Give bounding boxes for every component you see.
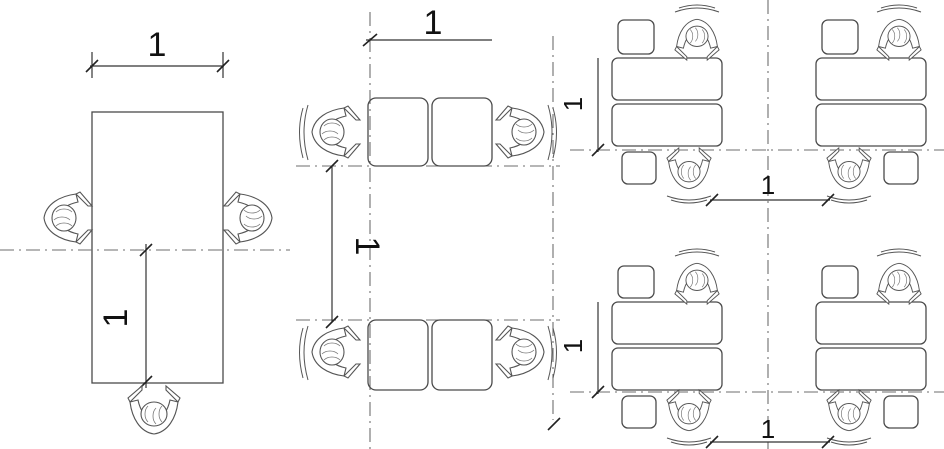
desk — [367, 319, 429, 391]
panel-c-top-cluster: 1 1 — [558, 5, 927, 207]
person — [877, 5, 921, 60]
panel-c-bottom-height-dimension: 1 — [558, 302, 605, 399]
person-bottom — [127, 385, 181, 435]
side-cabinet — [821, 265, 859, 299]
panel-a-spacing-label: 1 — [97, 309, 135, 328]
panel-c-top-height-label: 1 — [558, 97, 588, 111]
person — [667, 148, 711, 203]
side-cabinet — [883, 395, 919, 429]
panel-a-long-table: 1 1 — [0, 26, 290, 435]
panel-a-spacing-dimension: 1 — [97, 243, 153, 389]
panel-a-width-label: 1 — [148, 26, 167, 64]
desk — [611, 347, 723, 391]
panel-c-bottom-spacing-label: 1 — [761, 414, 775, 444]
desk — [611, 103, 723, 147]
side-cabinet — [617, 19, 655, 55]
person — [877, 249, 921, 304]
side-cabinet — [821, 19, 859, 55]
panel-c-top-spacing-label: 1 — [761, 170, 775, 200]
person — [495, 105, 545, 159]
panel-b-spacing-label: 1 — [348, 237, 386, 256]
desk — [431, 319, 493, 391]
desk — [431, 97, 493, 167]
side-cabinet — [883, 151, 919, 185]
side-cabinet — [617, 265, 655, 299]
person — [495, 325, 545, 379]
long-table — [91, 111, 224, 384]
person-left — [43, 191, 93, 245]
panel-c-bottom-spacing-dimension: 1 — [705, 414, 835, 449]
desk — [815, 57, 927, 101]
desk — [611, 301, 723, 345]
person — [675, 5, 719, 60]
person — [667, 390, 711, 445]
side-cabinet — [621, 151, 657, 185]
desk — [815, 301, 927, 345]
panel-a-width-dimension: 1 — [85, 26, 230, 78]
desk — [815, 103, 927, 147]
person — [311, 105, 361, 159]
desk — [367, 97, 429, 167]
panel-c-top-height-dimension: 1 — [558, 58, 605, 157]
panel-c-top-spacing-dimension: 1 — [705, 170, 835, 207]
desk — [815, 347, 927, 391]
panel-c-bottom-height-label: 1 — [558, 339, 588, 353]
desk — [611, 57, 723, 101]
panel-b-width-dimension: 1 — [362, 4, 492, 47]
side-cabinet — [621, 395, 657, 429]
panel-c-bottom-cluster: 1 1 — [558, 249, 927, 449]
panel-b-width-label: 1 — [424, 4, 443, 42]
panel-b-face-to-face: 1 1 — [296, 4, 561, 449]
person — [675, 249, 719, 304]
person-right — [223, 191, 273, 245]
panel-b-spacing-dimension: 1 — [325, 159, 386, 329]
panel-c-workstation-clusters: 1 1 1 — [558, 0, 944, 449]
person — [311, 325, 361, 379]
